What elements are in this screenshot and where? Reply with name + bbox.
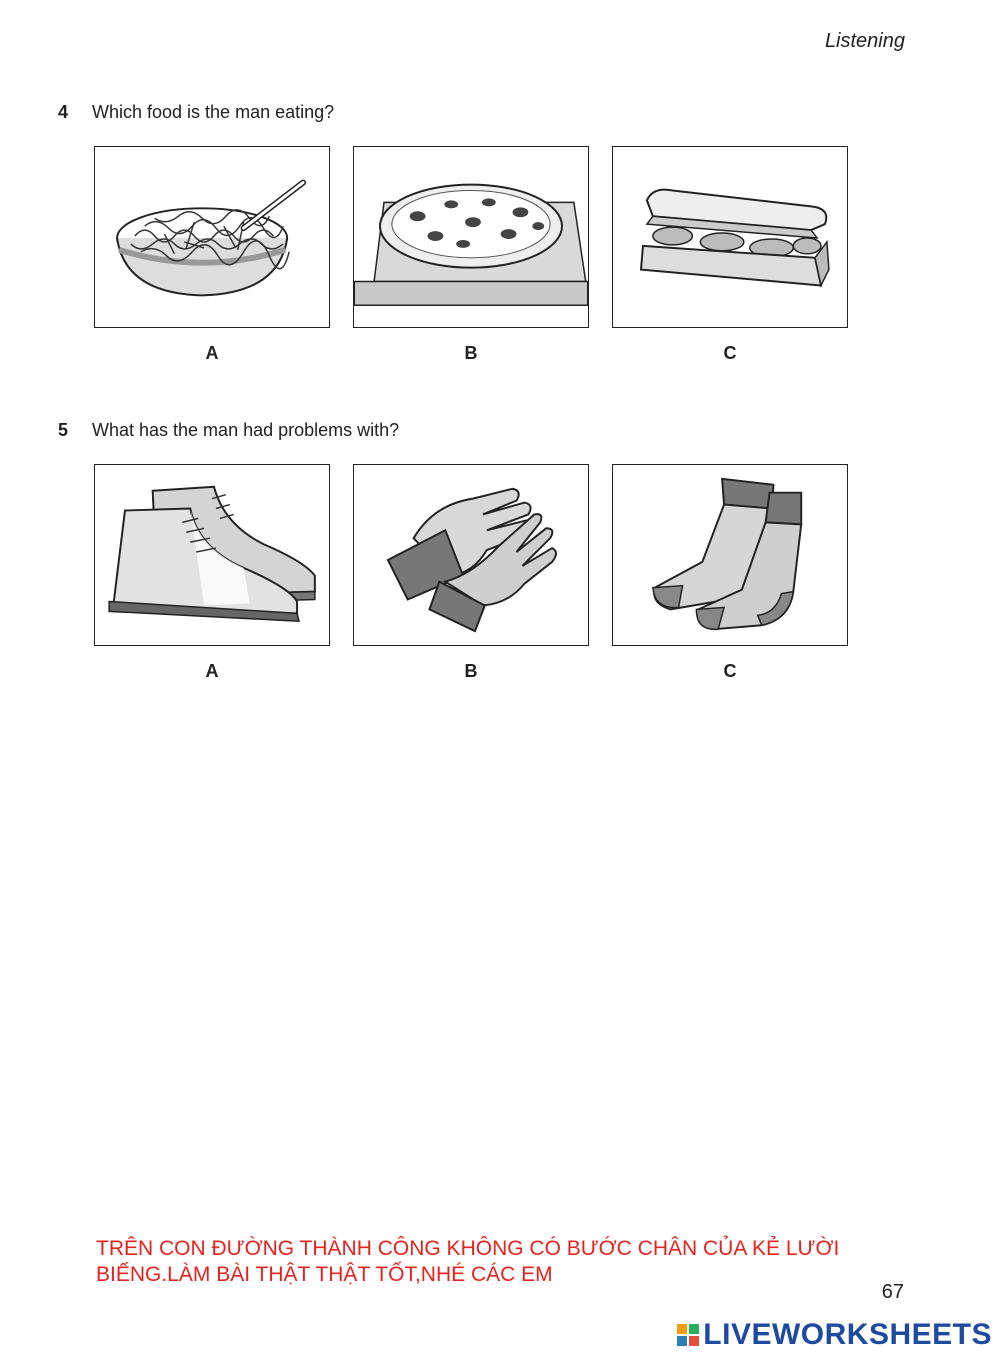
question-5: 5 What has the man had problems with?	[58, 420, 399, 441]
message-line: BIẾNG.LÀM BÀI THẬT THẬT TỐT,NHÉ CÁC EM	[96, 1263, 553, 1286]
question-text: Which food is the man eating?	[92, 102, 335, 122]
option-5c-socks[interactable]	[612, 464, 848, 646]
option-4a-spaghetti[interactable]	[94, 146, 330, 328]
question-text: What has the man had problems with?	[92, 420, 400, 440]
logo-text: LIVEWORKSHEETS	[703, 1318, 992, 1351]
option-4c-sandwich[interactable]	[612, 146, 848, 328]
question-number: 5	[58, 420, 69, 440]
option-letter: B	[464, 343, 478, 363]
question-4: 4 Which food is the man eating?	[58, 102, 334, 123]
option-4b-pizza[interactable]	[353, 146, 589, 328]
spaghetti-bowl-icon	[116, 179, 306, 297]
option-letter: C	[723, 661, 737, 681]
logo-mark-icon	[677, 1324, 700, 1346]
page-number: 67	[881, 1281, 904, 1303]
liveworksheets-logo[interactable]: LIVEWORKSHEETS	[677, 1318, 992, 1352]
message-line: TRÊN CON ĐƯỜNG THÀNH CÔNG KHÔNG CÓ BƯỚC …	[96, 1237, 840, 1260]
gloves-icon	[386, 487, 558, 633]
option-5b-gloves[interactable]	[353, 464, 589, 646]
option-letter: A	[205, 661, 219, 681]
socks-icon	[652, 477, 803, 631]
motivational-message: TRÊN CON ĐƯỜNG THÀNH CÔNG KHÔNG CÓ BƯỚC …	[96, 1236, 926, 1288]
question-number: 4	[58, 102, 69, 122]
sandwich-icon	[639, 188, 830, 288]
option-letter: C	[723, 343, 737, 363]
boots-icon	[108, 485, 316, 623]
section-header: Listening	[824, 30, 905, 52]
option-letter: B	[464, 661, 478, 681]
option-5a-boots[interactable]	[94, 464, 330, 646]
option-letter: A	[205, 343, 219, 363]
pizza-icon	[354, 183, 588, 306]
